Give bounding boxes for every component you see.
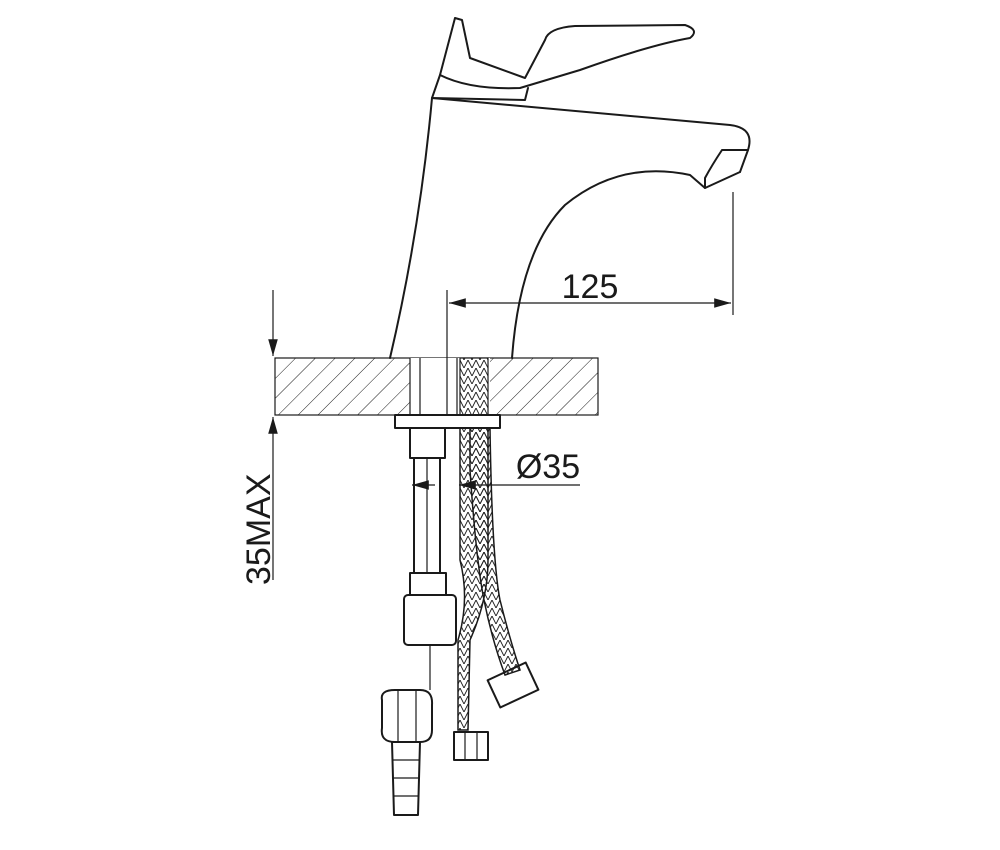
counter-thickness-dimension: 35MAX bbox=[240, 290, 278, 585]
mounting-shank bbox=[394, 414, 501, 690]
hose-tail-fitting bbox=[380, 689, 434, 816]
spout-reach-dimension: 125 bbox=[446, 192, 734, 358]
faucet-body bbox=[389, 97, 751, 359]
braided-hoses bbox=[453, 427, 540, 761]
hole-diameter-dimension: Ø35 bbox=[412, 448, 580, 490]
countertop-section bbox=[274, 357, 599, 416]
spout-reach-label: 125 bbox=[562, 268, 619, 306]
faucet-handle bbox=[431, 17, 695, 101]
counter-thickness-label: 35MAX bbox=[240, 474, 278, 586]
hole-diameter-label: Ø35 bbox=[516, 448, 580, 486]
